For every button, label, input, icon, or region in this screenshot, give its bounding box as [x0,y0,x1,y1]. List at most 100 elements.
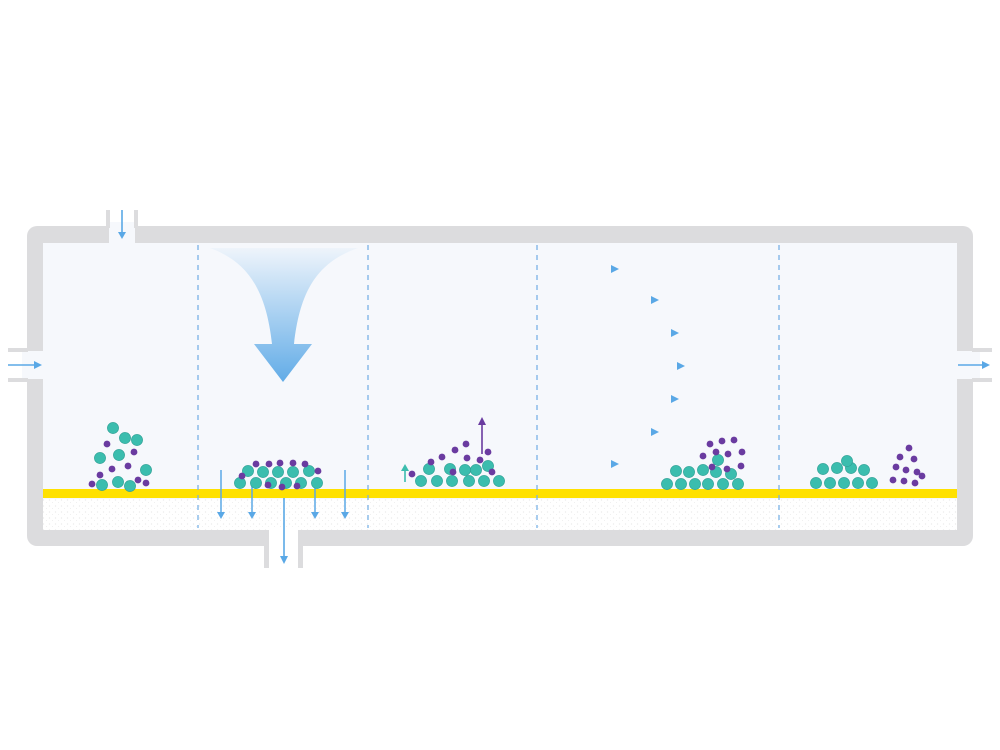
small-particle [718,437,726,445]
small-particle [108,465,116,473]
crossflow-funnel-icon [210,248,358,382]
top-inlet-arrow-icon [118,210,126,239]
flow-arrow-icon [217,470,225,519]
large-particle [689,478,701,490]
large-particle [866,477,878,489]
small-particle [276,459,284,467]
flow-arrow-icon [560,296,659,304]
stage-dividers [197,245,780,528]
large-particle [257,466,269,478]
large-particle [242,465,254,477]
small-particle [911,479,919,487]
large-particle [838,477,850,489]
large-particle [463,475,475,487]
large-particle [131,434,143,446]
flow-arrow-icon [341,470,349,519]
flow-arrow-icon [560,265,619,273]
small-particle [462,440,470,448]
small-particle [134,476,142,484]
large-particle [112,476,124,488]
flow-arrow-icon [560,329,679,337]
membrane [43,489,957,498]
small-particle [902,466,910,474]
large-particle [670,465,682,477]
flow-arrow-icon [560,395,679,403]
top-inlet-wall-right [134,210,138,228]
small-particle [438,453,446,461]
small-particle [708,463,716,471]
large-particle [841,455,853,467]
large-particle [852,477,864,489]
large-particle [272,466,284,478]
large-particle [431,475,443,487]
large-particle [831,462,843,474]
small-particle [463,454,471,462]
bottom-outlet-port-wall-right [298,530,303,568]
flow-arrow-icon [311,484,319,519]
flow-arrow-icon [560,362,685,370]
large-particle [119,432,131,444]
large-particle [140,464,152,476]
small-particle [265,460,273,468]
large-particle [858,464,870,476]
large-particle [96,479,108,491]
right-outlet-arrow-icon [958,361,990,369]
small-particle [278,483,286,491]
bottom-outlet-port-wall-left [264,530,269,568]
large-particle [712,454,724,466]
flow-arrow-icon [560,428,659,436]
small-particle [724,450,732,458]
large-particle [446,475,458,487]
large-particle [675,478,687,490]
large-particle [94,452,106,464]
small-particle [427,458,435,466]
small-particle [910,455,918,463]
large-particle [661,478,673,490]
large-particle [817,463,829,475]
large-particle [415,475,427,487]
large-particle [107,422,119,434]
large-particle [478,475,490,487]
large-particle [824,477,836,489]
small-particle [896,453,904,461]
small-particle [730,436,738,444]
channel-frame [8,210,992,568]
small-particle [301,460,309,468]
large-particle [697,464,709,476]
large-particle [810,477,822,489]
large-particle [124,480,136,492]
small-particle [103,440,111,448]
large-particle [702,478,714,490]
left-inlet-wall-bottom [8,378,28,382]
small-particle [88,480,96,488]
diffusion-arrows [401,417,486,482]
small-particle [238,472,246,480]
small-particle [130,448,138,456]
small-particle [905,444,913,452]
small-particle [293,482,301,490]
bottom-outlet-arrow-icon [280,498,288,564]
small-particle [96,471,104,479]
large-particle [311,477,323,489]
small-particle [264,481,272,489]
small-particle [408,470,416,478]
small-particle [706,440,714,448]
small-particle [699,452,707,460]
large-particle [683,466,695,478]
small-particle [738,448,746,456]
small-particle [900,477,908,485]
small-particle [449,468,457,476]
small-particle [889,476,897,484]
crossflow-down-arrows [217,470,349,519]
small-particle [723,465,731,473]
parabolic-flow-profile [560,265,685,468]
large-particle [234,477,246,489]
accumulation-wall-frit [43,499,957,530]
small-particle [488,468,496,476]
port-arrows [8,210,990,564]
top-inlet-wall-left [106,210,110,228]
left-inlet-arrow-icon [8,361,42,369]
small-particle [124,462,132,470]
small-particle [712,448,720,456]
